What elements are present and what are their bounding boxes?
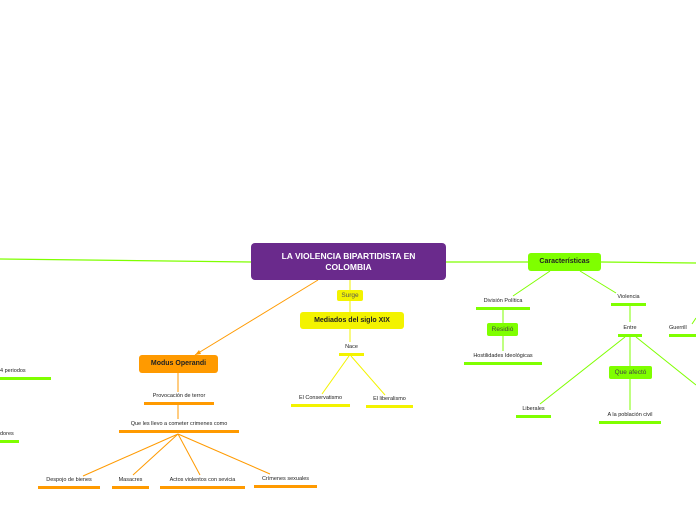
leaf-poblacion-civil[interactable]: A la población civil	[599, 412, 661, 424]
central-topic[interactable]: LA VIOLENCIA BIPARTIDISTA EN COLOMBIA	[251, 243, 446, 280]
leaf-entre[interactable]: Entre	[618, 325, 642, 337]
topic-modus-operandi[interactable]: Modus Operandi	[139, 355, 218, 373]
leaf-cometer-crimenes[interactable]: Que les llevo a cometer crimenes como	[119, 421, 239, 433]
central-topic-line2: COLOMBIA	[325, 262, 372, 272]
leaf-dores[interactable]: dores	[0, 431, 19, 443]
link-cometer-despojo	[82, 433, 179, 477]
central-topic-line1: LA VIOLENCIA BIPARTIDISTA EN	[281, 251, 416, 261]
link-entre-liberales	[539, 336, 626, 405]
leaf-guerrilla-partial[interactable]: Guerrill	[669, 325, 696, 337]
leaf-division-politica[interactable]: División Política	[476, 298, 530, 310]
link-root-left	[0, 258, 252, 263]
link-cometer-masacres	[132, 433, 179, 476]
link-cometer-actos	[177, 433, 201, 476]
leaf-masacres[interactable]: Masacres	[112, 477, 149, 489]
topic-mediados-siglo[interactable]: Mediados del siglo XIX	[300, 312, 404, 329]
leaf-liberalismo[interactable]: El liberalismo	[366, 396, 413, 408]
relation-que-afecto[interactable]: Que afectó	[609, 366, 652, 379]
link-caract-division	[512, 270, 551, 297]
link-entre-right	[635, 336, 696, 386]
link-cometer-crimenes	[177, 433, 271, 475]
leaf-despojo-bienes[interactable]: Despojo de bienes	[38, 477, 100, 489]
leaf-provocacion-terror[interactable]: Provocación de terror	[144, 393, 214, 405]
link-caracteristicas-right	[600, 261, 696, 264]
leaf-actos-violentos[interactable]: Actos violentos con sevicia	[160, 477, 245, 489]
leaf-liberales[interactable]: Liberales	[516, 406, 551, 418]
leaf-periodos[interactable]: 4 periodos	[0, 368, 51, 380]
link-nace-liberalismo	[350, 355, 386, 396]
topic-caracteristicas[interactable]: Características	[528, 253, 601, 271]
leaf-violencia[interactable]: Violencia	[611, 294, 646, 306]
link-root-modus	[194, 279, 319, 356]
leaf-nace[interactable]: Nace	[339, 344, 364, 356]
link-caract-violencia	[579, 270, 617, 294]
link-nace-conservatismo	[321, 355, 350, 395]
leaf-conservatismo[interactable]: El Conservatismo	[291, 395, 350, 407]
leaf-crimenes-sexuales[interactable]: Crímenes sexuales	[254, 476, 317, 488]
link-right-guerrilla	[691, 317, 696, 325]
relation-residio[interactable]: Residió	[487, 323, 518, 336]
relation-surge[interactable]: Surge	[337, 290, 363, 301]
leaf-hostilidades[interactable]: Hostilidades Ideológicas	[464, 353, 542, 365]
